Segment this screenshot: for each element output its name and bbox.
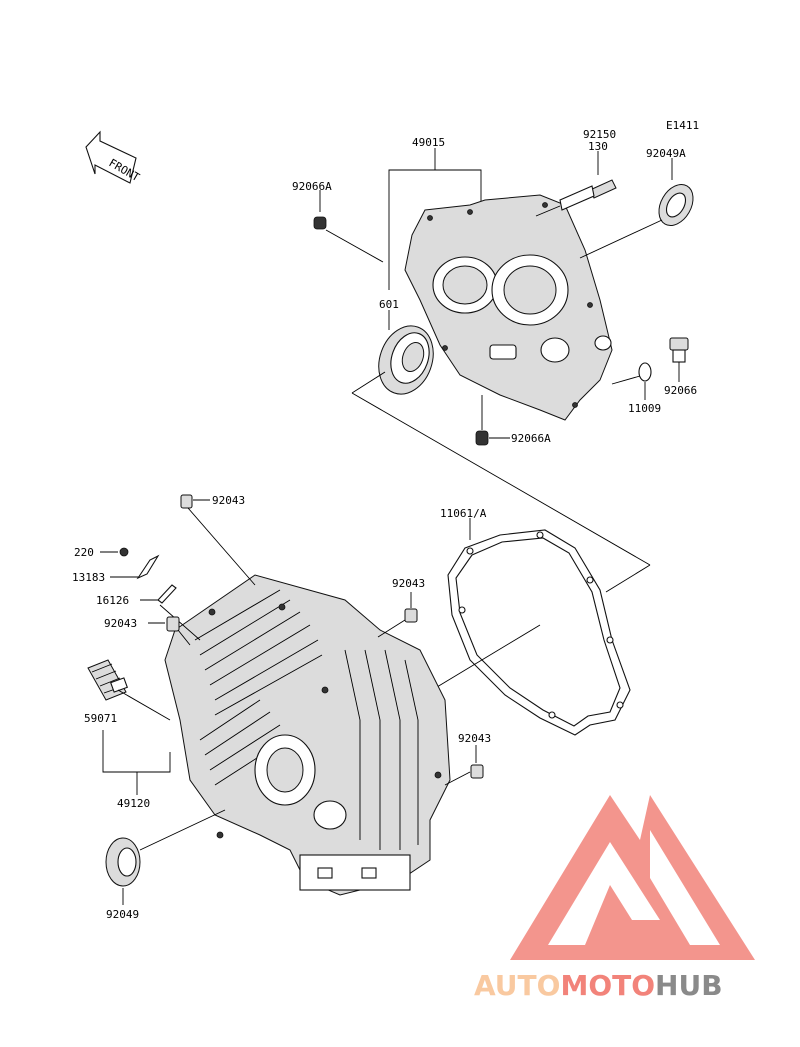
label-16126: 16126: [96, 594, 129, 607]
plate-13183: [136, 554, 160, 580]
label-92043-left: 92043: [104, 617, 137, 630]
label-130: 130: [588, 140, 608, 153]
watermark-part-hub: HUB: [655, 969, 723, 1002]
label-92066A-bottom: 92066A: [511, 432, 551, 445]
nut-92066A-bottom: [475, 430, 489, 446]
dowel-pin-92043-left: [166, 616, 180, 632]
oil-seal-92049A: [658, 184, 694, 226]
gasket-16126: [157, 584, 177, 604]
spring-59071: [87, 659, 128, 701]
label-11009: 11009: [628, 402, 661, 415]
label-92043-right: 92043: [458, 732, 491, 745]
o-ring-11009: [638, 362, 652, 382]
bearing-601: [378, 325, 434, 395]
crankcase-49120: [164, 574, 451, 896]
front-arrow-icon: FRONT: [85, 130, 142, 184]
nut-92066A-top: [313, 216, 327, 230]
label-92150: 92150: [583, 128, 616, 141]
bolt-92150: [559, 179, 617, 211]
dowel-pin-92043-top: [180, 494, 193, 509]
label-49015: 49015: [412, 136, 445, 149]
watermark-part-moto: MOTO: [560, 969, 655, 1002]
label-220: 220: [74, 546, 94, 559]
dowel-pin-92043-mid: [404, 608, 418, 623]
label-92066A-top: 92066A: [292, 180, 332, 193]
watermark-part-auto: AUTO: [474, 969, 560, 1002]
diagram-code: E1411: [666, 119, 699, 132]
watermark-logo-icon: [510, 795, 755, 960]
watermark-text: AUTOMOTOHUB: [474, 969, 723, 1002]
label-601: 601: [379, 298, 399, 311]
label-92043-mid: 92043: [392, 577, 425, 590]
plug-92066: [669, 337, 689, 363]
dowel-pin-92043-right: [470, 764, 484, 779]
label-92066: 92066: [664, 384, 697, 397]
bolt-220: [119, 547, 129, 557]
label-92049A: 92049A: [646, 147, 686, 160]
label-13183: 13183: [72, 571, 105, 584]
oil-seal-92049: [105, 837, 141, 887]
label-11061A: 11061/A: [440, 507, 487, 520]
gasket-11061A: [447, 529, 631, 736]
label-92043-top: 92043: [212, 494, 245, 507]
crankcase-cover-49015: [404, 194, 613, 421]
label-59071: 59071: [84, 712, 117, 725]
label-49120: 49120: [117, 797, 150, 810]
label-92049: 92049: [106, 908, 139, 921]
